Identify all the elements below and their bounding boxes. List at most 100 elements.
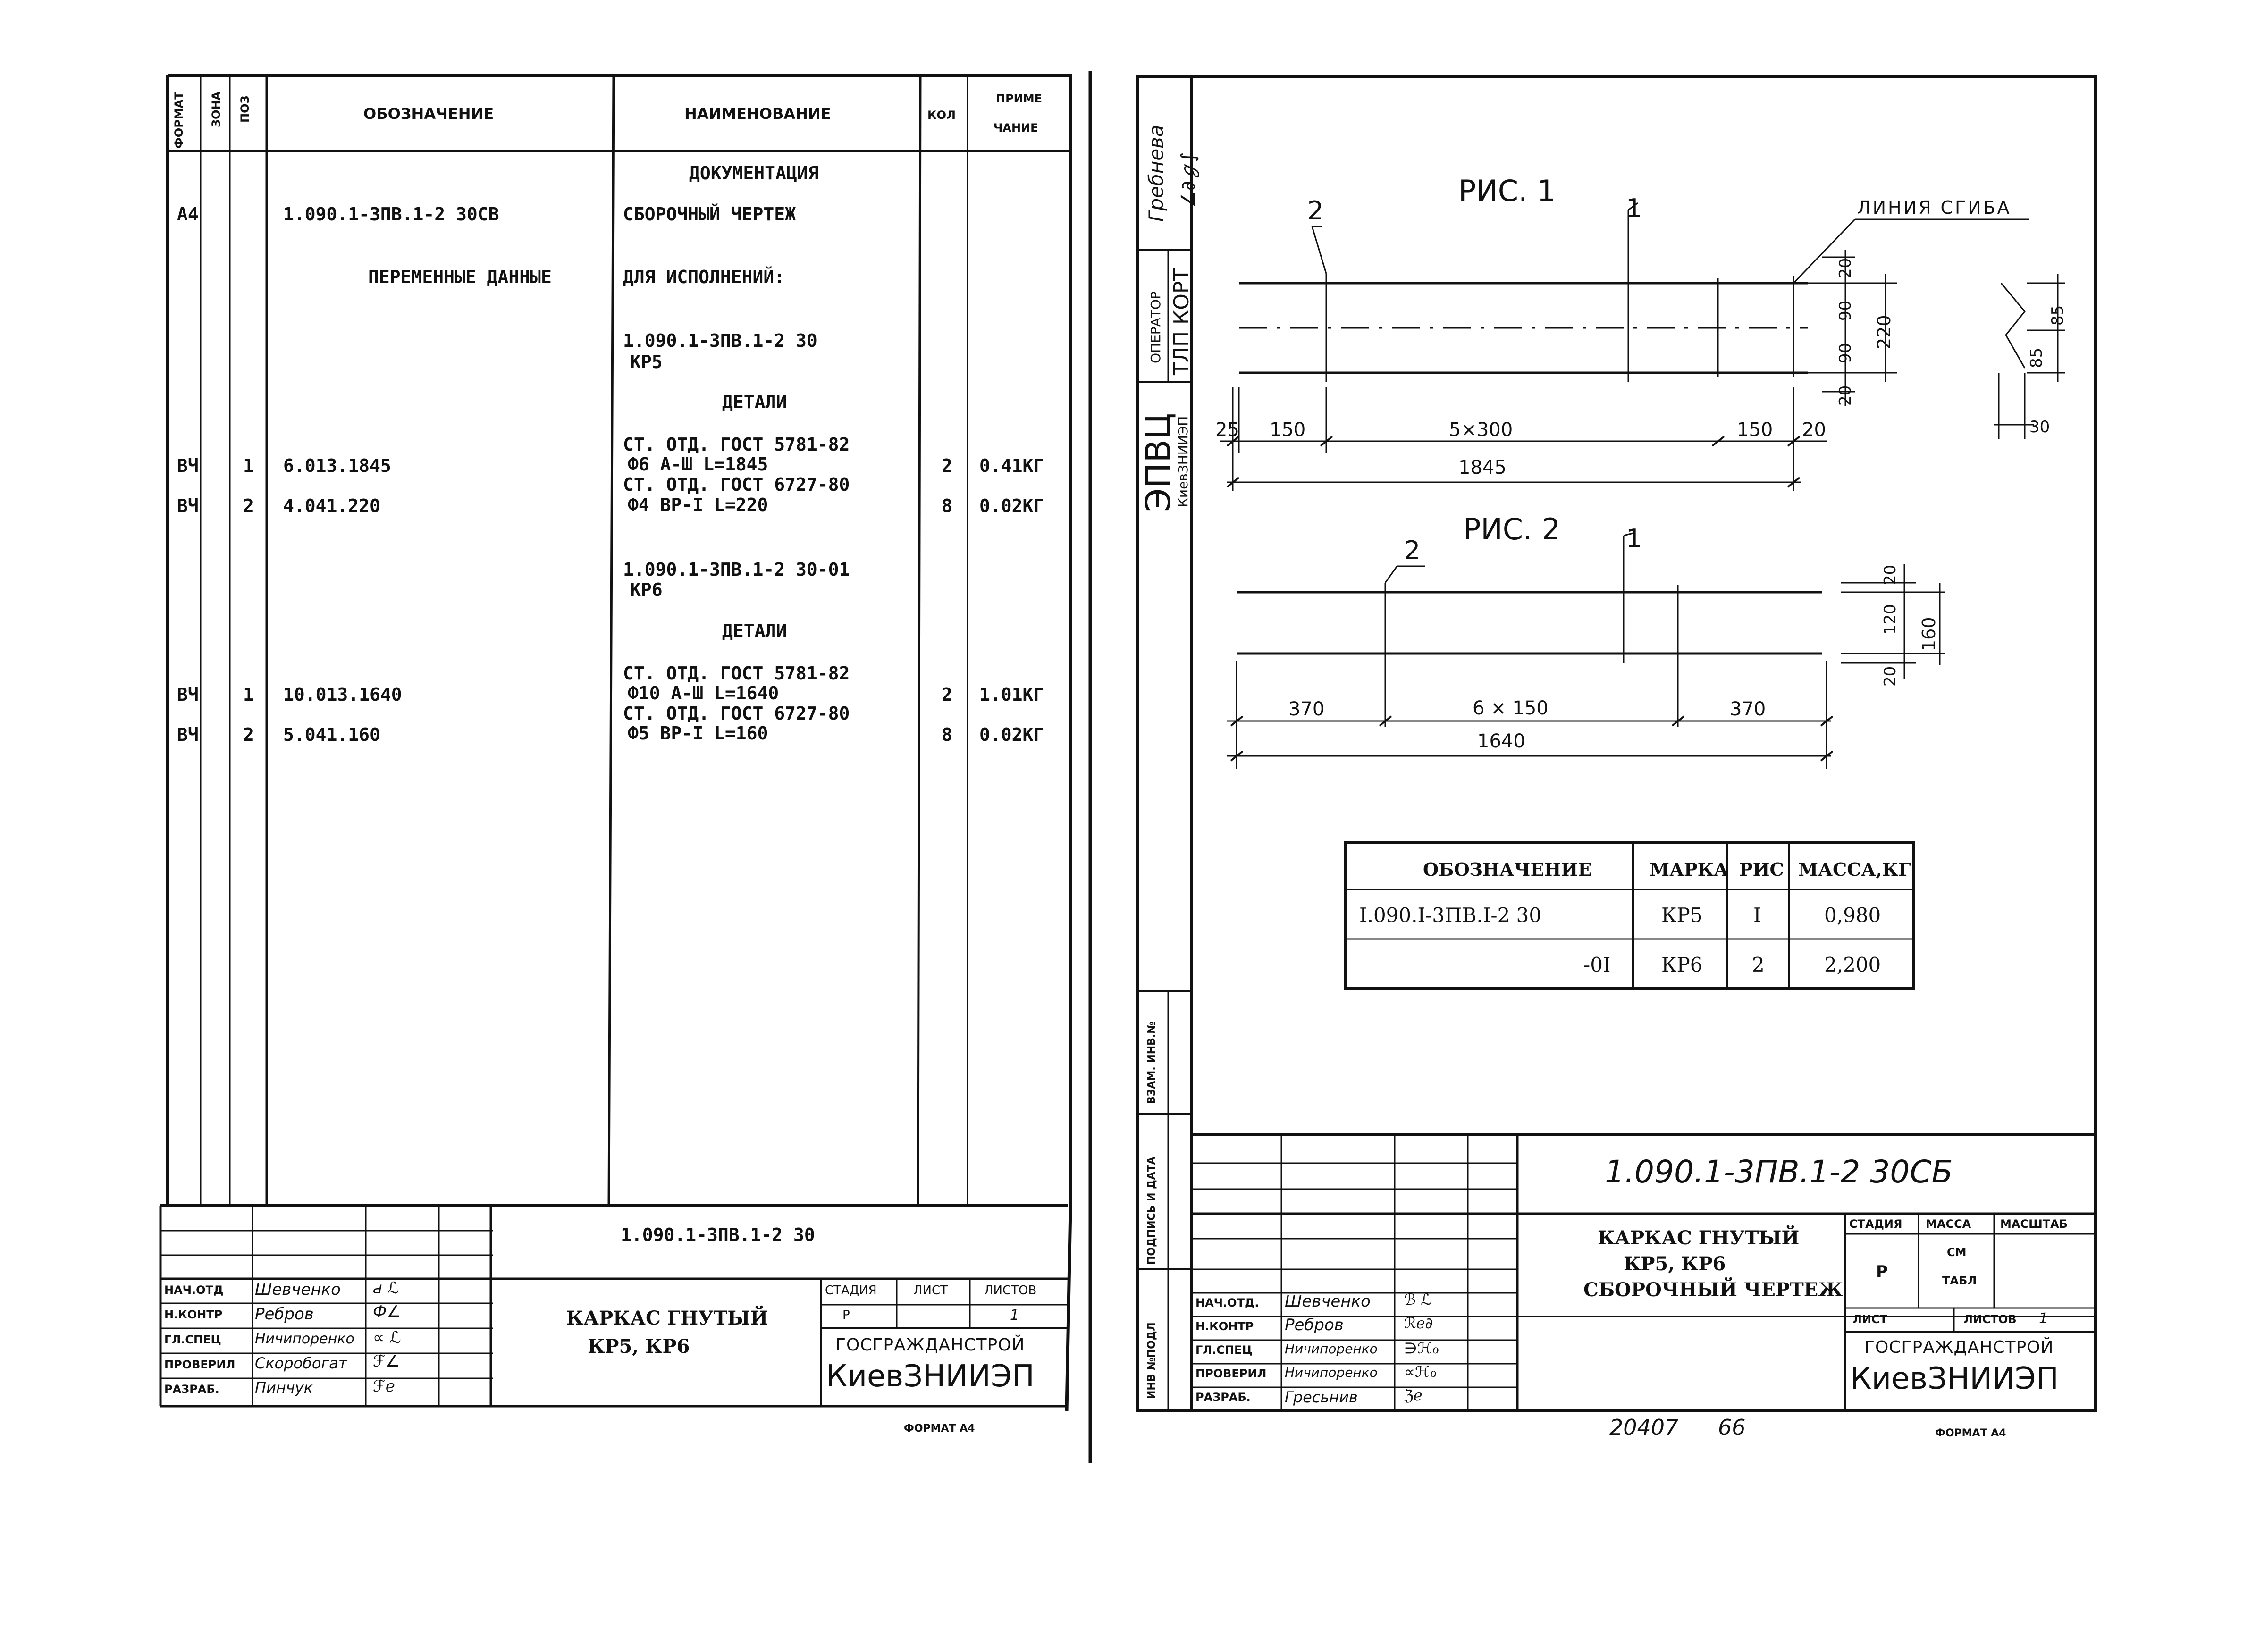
fig1-dim-3: 150 [1737, 419, 1773, 441]
version-1-code: 1.090.1-3ПВ.1-2 30 [623, 330, 817, 351]
section-documentation: ДОКУМЕНТАЦИЯ [689, 163, 819, 184]
side-name-top: Гребнева [1145, 125, 1168, 222]
row3-name-1: СТ. ОТД. ГОСТ 5781-82 [623, 663, 850, 684]
side-signature-top: ∠∂ℊ∫ [1178, 152, 1199, 208]
table-r1-designation: I.090.I-3ПВ.I-2 30 [1359, 904, 1542, 927]
fig1-vdim-0: 20 [1836, 258, 1855, 278]
right-role-0: НАЧ.ОТД. [1195, 1296, 1259, 1309]
header-zone: ЗОНА [210, 91, 223, 127]
archive-number-2: 66 [1718, 1415, 1746, 1440]
right-org-1: ГОСГРАЖДАНСТРОЙ [1864, 1338, 2054, 1357]
table-r2-mark: КР6 [1661, 953, 1703, 976]
header-format: ФОРМАТ [172, 92, 185, 149]
left-sheet-header: ЛИСТ [913, 1283, 948, 1298]
row1-qty: 2 [942, 455, 952, 476]
left-name-0: Шевченко [255, 1280, 341, 1299]
table-r2-mass: 2,200 [1824, 953, 1881, 976]
fig1-vdim-2: 90 [1836, 343, 1855, 363]
row4-designation: 5.041.160 [283, 724, 380, 745]
row4-pos: 2 [243, 724, 254, 745]
right-org-2: КиевЗНИИЭП [1850, 1361, 2059, 1396]
fig2-dim-0: 370 [1288, 698, 1325, 720]
left-org-2: КиевЗНИИЭП [826, 1359, 1035, 1394]
row3-pos: 1 [243, 684, 254, 705]
right-signature-0: ℬ ℒ [1404, 1291, 1432, 1308]
row2-name-1: СТ. ОТД. ГОСТ 6727-80 [623, 474, 850, 495]
right-sheets-header: ЛИСТОВ [1963, 1313, 2017, 1326]
right-signature-1: ℛℯ∂ [1404, 1314, 1433, 1332]
right-name-1: Ребров [1285, 1316, 1344, 1334]
left-org-1: ГОСГРАЖДАНСТРОЙ [835, 1335, 1025, 1355]
row2-note: 0.02КГ [979, 495, 1044, 516]
row1-note: 0.41КГ [979, 455, 1044, 476]
version-2-mark: КР6 [630, 579, 663, 600]
fig1-overall: 1845 [1458, 457, 1507, 478]
table-r2-designation: -0I [1583, 953, 1611, 976]
fig1-dim-1: 150 [1270, 419, 1306, 441]
left-sheets-header: ЛИСТОВ [984, 1283, 1037, 1298]
table-header-fig: РИС [1739, 859, 1784, 880]
fig1-callout-1: 1 [1626, 193, 1642, 223]
left-signature-1: Ф∠ [373, 1302, 401, 1321]
fig1-side-dim-1: 85 [2027, 347, 2046, 368]
right-name-4: Гресьнив [1285, 1388, 1358, 1406]
right-sheet-header: ЛИСТ [1852, 1313, 1888, 1326]
fig1-height: 220 [1874, 315, 1894, 349]
row3-designation: 10.013.1640 [283, 684, 402, 705]
right-sheets-value: 1 [2039, 1310, 2048, 1327]
right-title-code: 1.090.1-3ПВ.1-2 30СБ [1605, 1154, 1953, 1190]
right-name-2: Ничипоренко [1285, 1341, 1378, 1357]
left-title-line-1: КАРКАС ГНУТЫЙ [566, 1307, 768, 1329]
row3-note: 1.01КГ [979, 684, 1044, 705]
table-header-mark: МАРКА [1650, 859, 1729, 880]
fig1-callout-2: 2 [1307, 196, 1324, 226]
side-epvc: ЭПВЦ [1138, 413, 1178, 512]
row3-format: ВЧ [177, 684, 199, 705]
fig2-vdim-1: 120 [1881, 604, 1900, 635]
right-role-4: РАЗРАБ. [1195, 1391, 1251, 1404]
left-role-2: ГЛ.СПЕЦ [164, 1333, 221, 1346]
for-versions-label: ДЛЯ ИСПОЛНЕНИЙ: [623, 267, 785, 287]
right-mass-value-1: СМ [1947, 1246, 1967, 1259]
row2-name-2: Ф4 ВР-I L=220 [628, 495, 768, 515]
fig2-callout-1: 1 [1626, 524, 1642, 553]
side-kiev: КиевЗНИИЭП [1175, 416, 1191, 507]
right-signature-2: ∋ℋℴ [1404, 1339, 1439, 1357]
fig1-side-dim-2: 30 [2029, 418, 2050, 436]
variable-data-label: ПЕРЕМЕННЫЕ ДАННЫЕ [368, 267, 552, 287]
left-sheets-value: 1 [1010, 1307, 1019, 1324]
fig2-height: 160 [1919, 617, 1939, 651]
header-note-1: ПРИМЕ [996, 92, 1043, 105]
right-signature-4: ℨℯ [1404, 1386, 1423, 1404]
fig2-vdim-0: 20 [1881, 564, 1900, 585]
row-a4-designation: 1.090.1-3ПВ.1-2 30СВ [283, 204, 499, 225]
left-name-4: Пинчук [255, 1379, 313, 1397]
side-operator: ОПЕРАТОР [1148, 291, 1163, 363]
left-role-3: ПРОВЕРИЛ [164, 1358, 236, 1371]
right-mass-value-2: ТАБЛ [1942, 1274, 1977, 1287]
left-signature-2: ∝ ℒ [373, 1328, 401, 1347]
right-title-line-1: КАРКАС ГНУТЫЙ [1598, 1227, 1800, 1249]
right-name-3: Ничипоренко [1285, 1365, 1378, 1380]
row-a4-name: СБОРОЧНЫЙ ЧЕРТЕЖ [623, 204, 796, 225]
row3-name-2: Ф10 А-Ш L=1640 [628, 683, 779, 704]
table-r1-mark: КР5 [1661, 904, 1703, 927]
left-stage-header: СТАДИЯ [825, 1283, 877, 1298]
row4-note: 0.02КГ [979, 724, 1044, 745]
header-note-2: ЧАНИЕ [993, 121, 1038, 134]
fig1-vdim-1: 90 [1836, 300, 1855, 321]
row4-qty: 8 [942, 724, 952, 745]
fig1-dim-0: 25 [1215, 419, 1239, 441]
fig2-vdim-2: 20 [1881, 666, 1900, 687]
left-format-label: ФОРМАТ А4 [904, 1423, 975, 1434]
left-name-2: Ничипоренко [255, 1331, 354, 1347]
fig1-bend-line: ЛИНИЯ СГИБА [1857, 197, 2012, 218]
right-scale-header: МАСШТАБ [2000, 1217, 2068, 1231]
side-inv: ИНВ №ПОДЛ [1146, 1322, 1158, 1399]
fig1-dim-2: 5×300 [1449, 419, 1513, 441]
left-title-code: 1.090.1-3ПВ.1-2 30 [621, 1224, 815, 1245]
table-r1-fig: I [1753, 904, 1761, 927]
fig1-title: РИС. 1 [1458, 174, 1556, 208]
right-stage-header: СТАДИЯ [1849, 1217, 1902, 1231]
left-signature-0: ԁ ℒ [373, 1279, 399, 1298]
